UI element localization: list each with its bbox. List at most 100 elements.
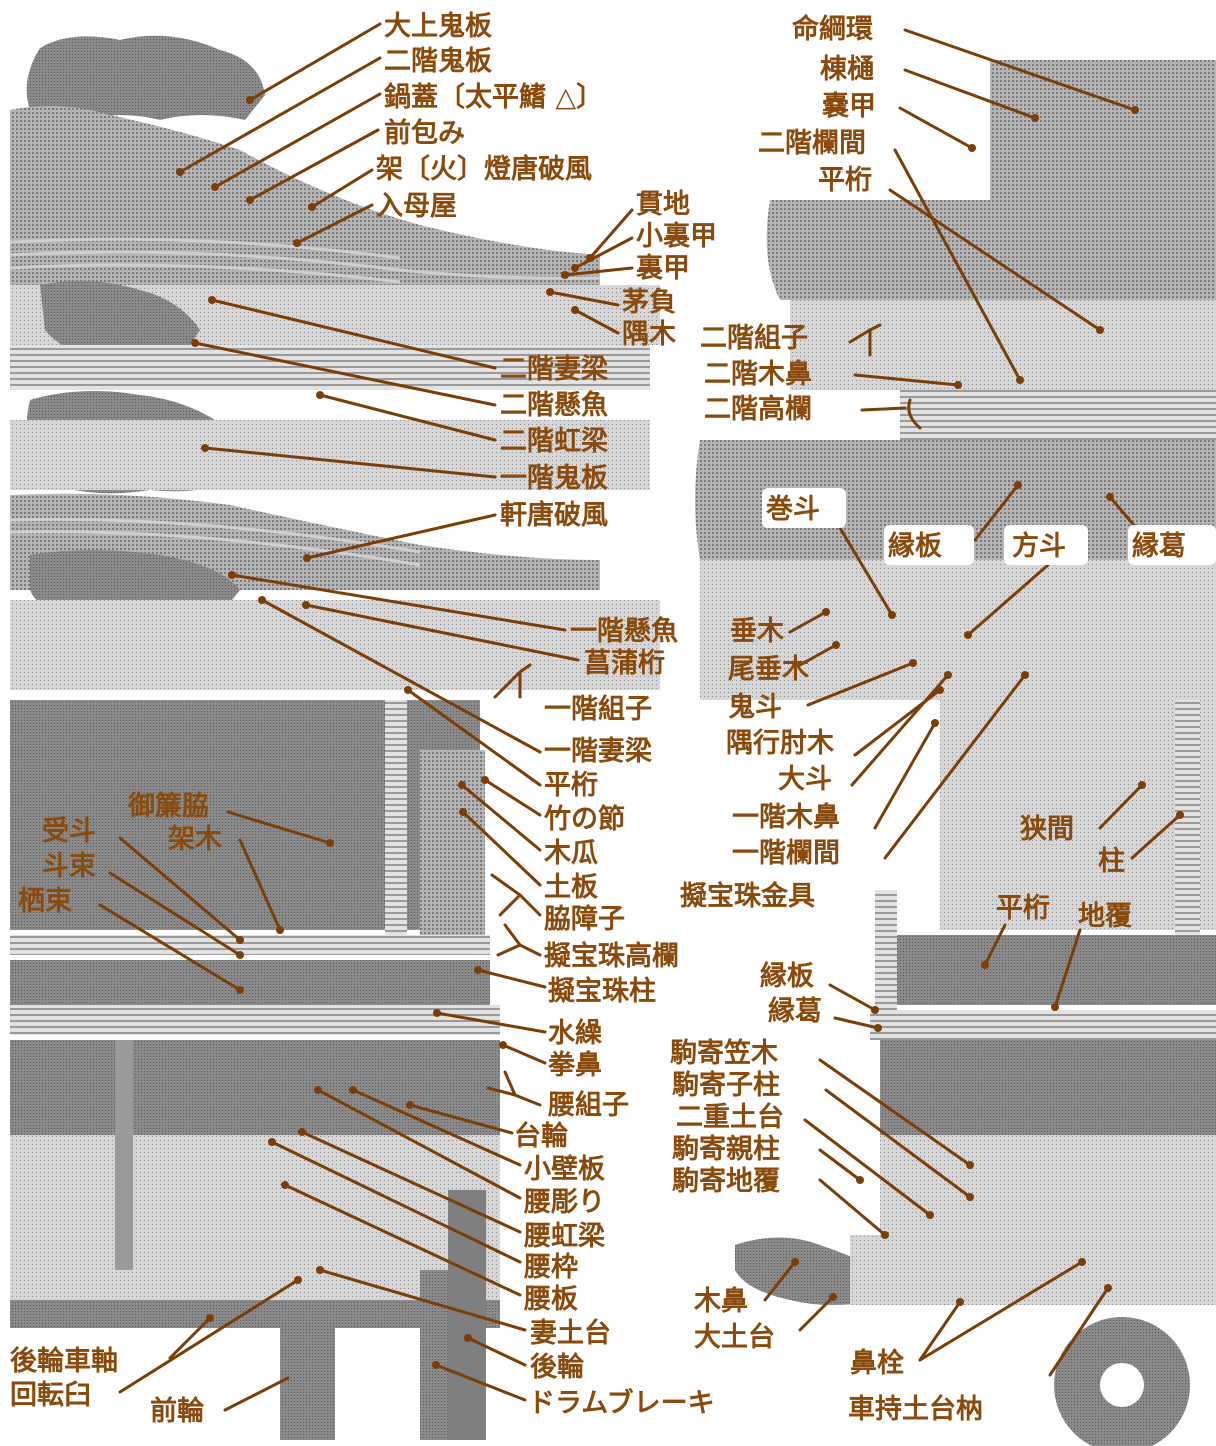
leader-lines (98, 22, 1184, 1412)
label-koshi-koubari: 腰虹梁 (523, 1221, 605, 1252)
lower-roof-bands (9, 517, 421, 567)
makito-box (762, 488, 846, 528)
label-giboshu-kanagu: 擬宝珠金具 (680, 880, 815, 912)
right-oododai (850, 1235, 1216, 1305)
label-enkatsura-top: 縁葛 (1132, 530, 1186, 562)
nikai-beam-band (10, 345, 650, 390)
right-giboshu-post (875, 890, 897, 1010)
lower-bracket-band (10, 600, 660, 690)
label-nijuu-dodai: 二重土台 (676, 1101, 784, 1133)
left-koshi-band (10, 1040, 500, 1135)
left-deck (10, 1005, 500, 1035)
label-nikai-kibana: 二階木鼻 (704, 359, 812, 390)
right-lower-bracket (700, 560, 1216, 700)
label-taruki: 垂木 (730, 616, 784, 647)
right-deck (870, 1010, 1216, 1040)
right-main-body (940, 700, 1216, 930)
right-rear-wheel-hub (1100, 1363, 1144, 1407)
label-hashira: 柱 (1098, 846, 1125, 877)
label-koshi-kumiko: 腰組子 (547, 1089, 629, 1121)
label-ikkai-kibana: 一階木鼻 (732, 802, 840, 833)
label-sumigi: 隅木 (622, 319, 676, 350)
label-daito: 大斗 (778, 764, 832, 795)
front-wheel (280, 1320, 335, 1440)
label-kokabeita: 小壁板 (524, 1154, 605, 1185)
right-upper-bracket (790, 300, 1216, 390)
label-giboshu-kouran: 擬宝珠高欄 (544, 940, 679, 972)
label-hi-toukarahafu: 架〔火〕燈唐破風 (376, 153, 592, 185)
label-takenofushi: 竹の節 (543, 803, 625, 835)
labels: 大上鬼板 二階鬼板 鍋蓋〔太平鰭 △〕 前包み 架〔火〕燈唐破風 入母屋 貫地 … (10, 10, 1186, 1427)
label-komayose-oyabashira: 駒寄親柱 (672, 1133, 780, 1165)
label-kaerakuji: 貫地 (636, 189, 690, 220)
right-upper-roof (766, 200, 1216, 300)
label-toshu: 受斗 (42, 815, 96, 847)
left-axle-tube (115, 1040, 133, 1270)
label-tazuka: 栖束 (18, 886, 72, 917)
label-tozuka: 斗束 (42, 851, 96, 882)
left-base-bottom (10, 1300, 500, 1328)
hoto-box (1004, 525, 1088, 565)
label-hirageta-top: 平桁 (818, 165, 872, 196)
label-ikkai-gegyo: 一階懸魚 (570, 615, 678, 647)
label-kouragou: 小裏甲 (636, 220, 717, 252)
label-oododai: 大土台 (694, 1321, 775, 1353)
right-railing (875, 935, 1216, 1005)
label-nabebuta: 鍋蓋〔太平鰭 △〕 (384, 81, 603, 113)
label-kowa-shajiku: 後輪車軸 (10, 1345, 118, 1377)
label-nikai-gegyo: 二階懸魚 (500, 389, 608, 421)
label-drum-brake: ドラムブレーキ (528, 1387, 715, 1419)
label-kyouma: 狭間 (1019, 814, 1074, 845)
label-inochitsunawa: 命綱環 (792, 13, 874, 45)
label-hirageta-right: 平桁 (996, 893, 1050, 924)
label-nikai-tsumabari: 二階妻梁 (500, 354, 608, 385)
label-dobita: 土板 (544, 872, 598, 903)
middle-lattice (10, 420, 650, 490)
label-nikai-kouran: 二階高欄 (704, 393, 812, 425)
label-munehi: 棟樋 (820, 54, 874, 85)
label-nikai-koubari: 二階虹梁 (500, 426, 608, 457)
left-railing (10, 935, 490, 955)
label-boxes (762, 488, 1216, 565)
label-wakishouji: 脇障子 (544, 903, 625, 935)
label-kibana: 木鼻 (693, 1286, 748, 1317)
label-oonieita: 大上鬼板 (384, 10, 492, 42)
right-base-panel (880, 1135, 1216, 1235)
label-ikkai-ranma: 一階欄間 (732, 838, 840, 869)
label-tsumadodai: 妻土台 (530, 1317, 611, 1349)
label-hirageta-left: 平桁 (544, 770, 598, 801)
right-pillar (1175, 700, 1200, 940)
label-nokikarahafu: 軒唐破風 (500, 499, 608, 531)
label-ikkai-oniita: 一階鬼板 (500, 462, 608, 494)
enita-top-box (884, 525, 974, 565)
left-waki-shouji (420, 750, 485, 940)
label-koshiwaku: 腰枠 (523, 1252, 578, 1283)
left-float-structure (9, 35, 660, 1440)
right-koshi-band (880, 1040, 1216, 1135)
label-mokko: 木瓜 (543, 838, 598, 869)
label-koshibori: 腰彫り (523, 1187, 605, 1218)
label-hanasen: 鼻栓 (850, 1348, 904, 1379)
label-koshiita: 腰板 (523, 1284, 578, 1315)
left-main-body (10, 700, 480, 930)
label-komayose-jifuku: 駒寄地覆 (672, 1165, 780, 1197)
label-shoubugeta: 菖蒲桁 (584, 648, 665, 679)
label-nikai-oniita: 二階鬼板 (384, 45, 492, 77)
label-kurumamochi: 車持土台枘 (848, 1393, 983, 1425)
right-upper-roof-body (990, 60, 1216, 210)
right-kibana-carving (735, 1237, 880, 1305)
label-enita-top: 縁板 (888, 530, 942, 562)
label-ikkai-kumiko: 一階組子 (544, 693, 652, 725)
label-uragou: 裏甲 (635, 252, 690, 284)
left-pillar (385, 700, 407, 940)
label-irimoya: 入母屋 (376, 191, 457, 222)
label-komayose-kasagi: 駒寄笠木 (670, 1037, 778, 1069)
label-obitaruki: 尾垂木 (728, 654, 809, 685)
label-kobana: 拳鼻 (547, 1050, 602, 1081)
right-float-structure (695, 60, 1216, 1446)
label-komayose-kobashira: 駒寄子柱 (672, 1069, 780, 1101)
label-kowa: 後輪 (530, 1351, 585, 1383)
label-daiwa: 台輪 (514, 1120, 569, 1152)
